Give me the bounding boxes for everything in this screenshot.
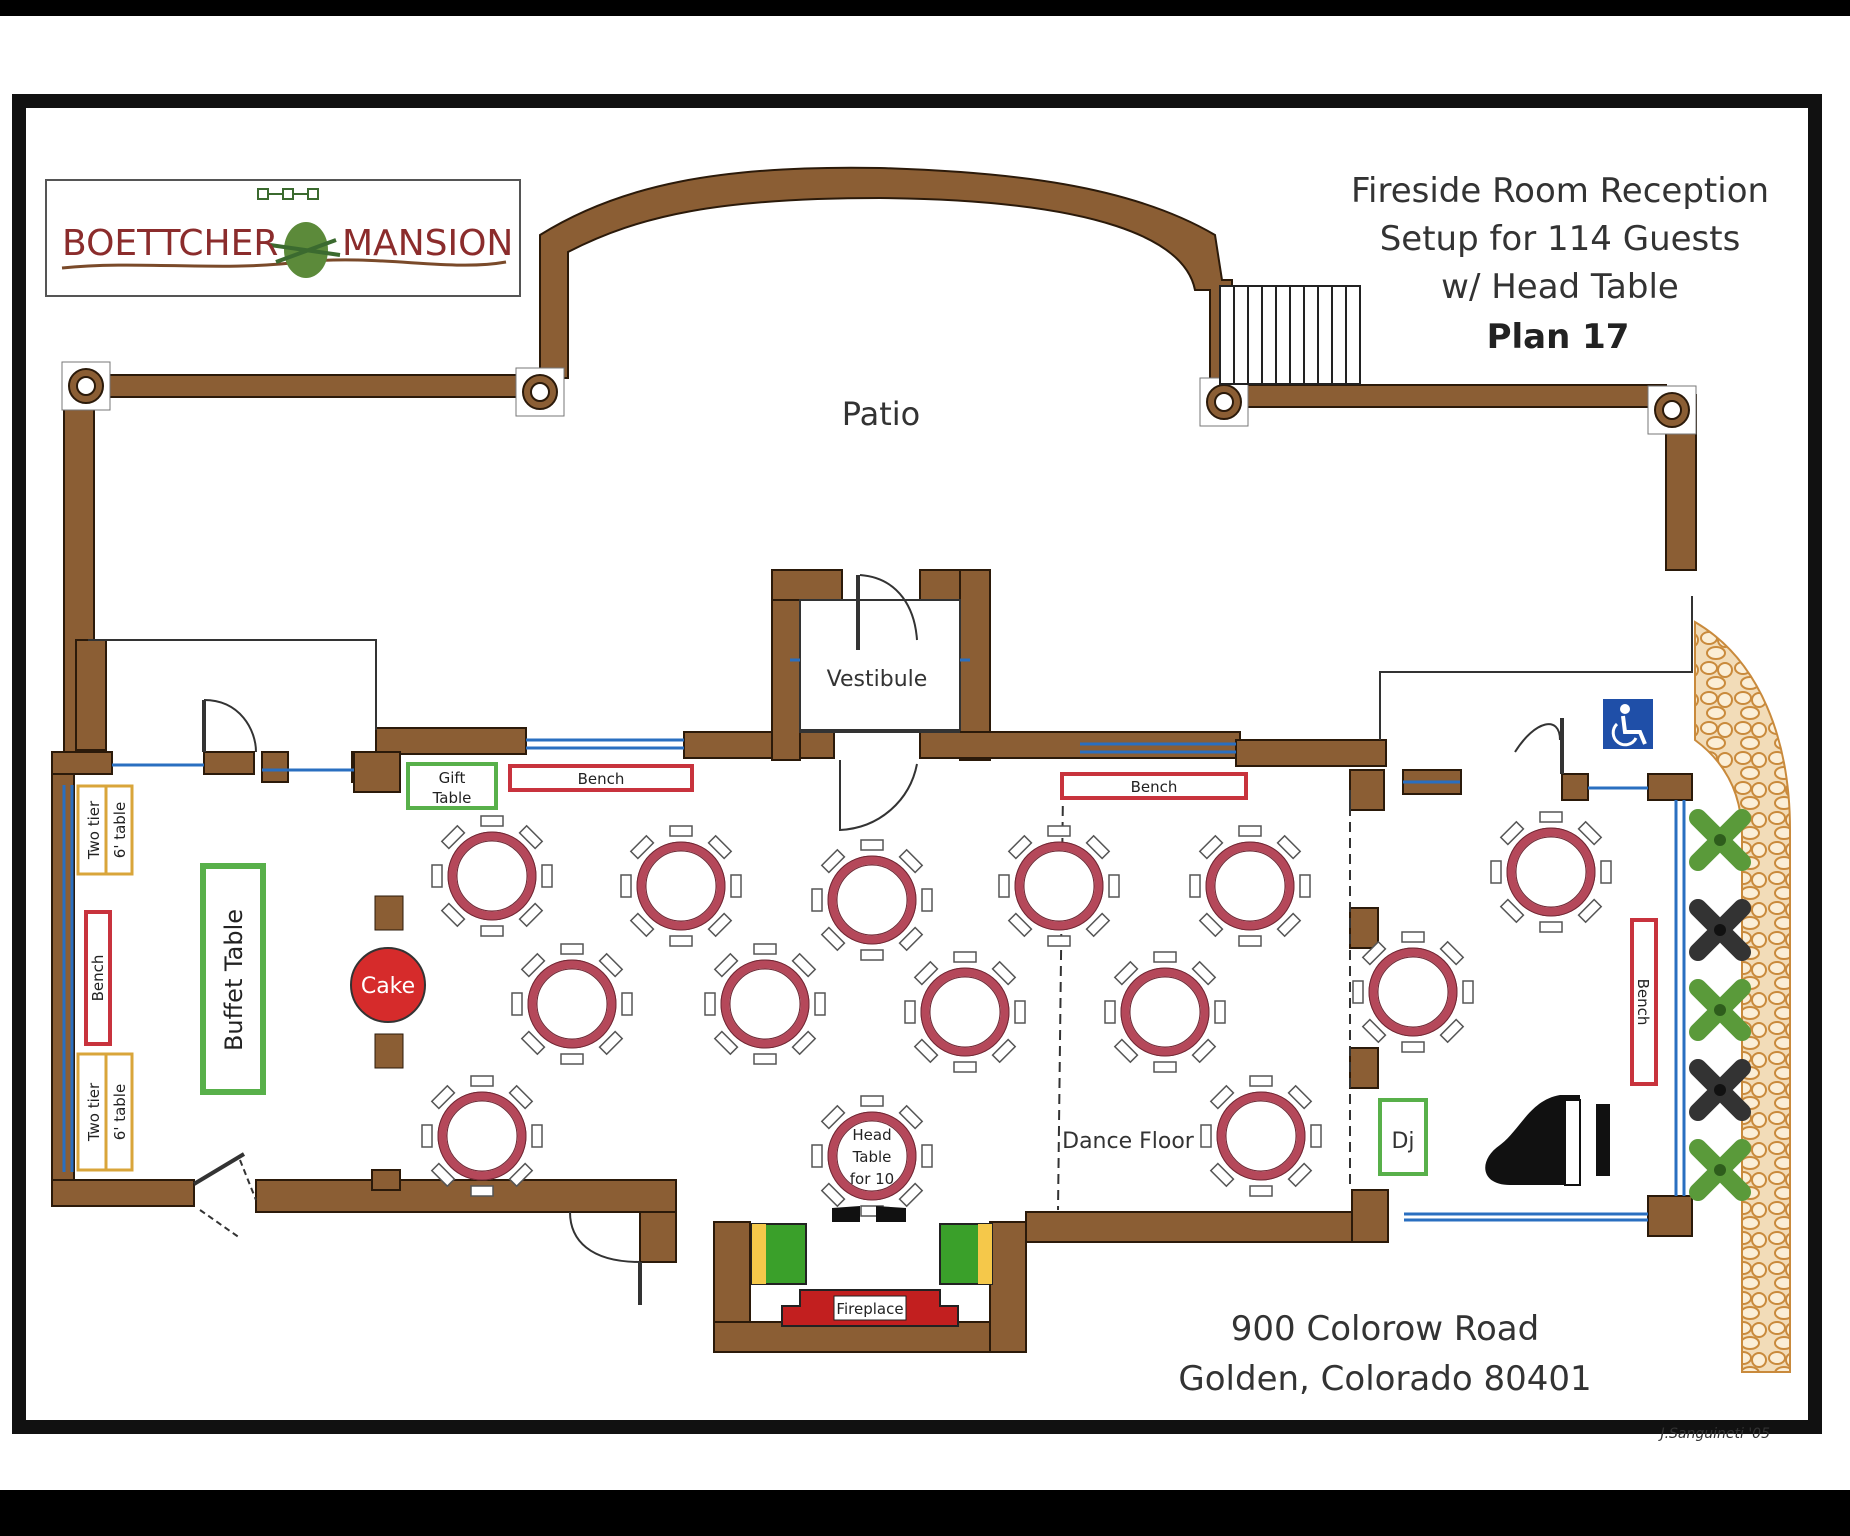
logo bbox=[45, 179, 521, 297]
gift-table-label-1: Gift bbox=[439, 769, 466, 787]
column-icon bbox=[61, 361, 1697, 435]
logo-left-word: BOETTCHER bbox=[62, 223, 278, 264]
title-line-2: Setup for 114 Guests bbox=[1380, 219, 1741, 259]
vestibule-label: Vestibule bbox=[827, 667, 928, 692]
dance-floor-label: Dance Floor bbox=[1062, 1129, 1195, 1154]
bottom-black-band bbox=[0, 1490, 1850, 1536]
cake-label: Cake bbox=[361, 974, 415, 999]
logo-right-word: MANSION bbox=[342, 223, 513, 264]
plan-number: Plan 17 bbox=[1487, 317, 1630, 357]
address-line-1: 900 Colorow Road bbox=[1231, 1309, 1539, 1349]
grand-piano-icon bbox=[1485, 1095, 1610, 1186]
gift-table-label-2: Table bbox=[432, 789, 472, 807]
benches bbox=[84, 764, 1658, 1086]
round-tables bbox=[422, 812, 1611, 1196]
two-tier-label-bottom: Two tier bbox=[85, 1082, 103, 1142]
address-line-2: Golden, Colorado 80401 bbox=[1178, 1359, 1591, 1399]
shrub-icon bbox=[1689, 809, 1751, 1201]
head-table bbox=[812, 1096, 932, 1222]
bench-label-right: Bench bbox=[1634, 979, 1652, 1026]
two-tier-tables bbox=[76, 784, 134, 1172]
bench-label-top-right: Bench bbox=[1131, 778, 1178, 796]
two-tier-label-top: Two tier bbox=[85, 800, 103, 860]
dj-label: Dj bbox=[1391, 1129, 1414, 1154]
head-table-label-1: Head bbox=[852, 1126, 891, 1144]
signature: J.Sanguineti '05 bbox=[1657, 1426, 1770, 1442]
buffet-table bbox=[200, 863, 266, 1095]
dj-table bbox=[1378, 1098, 1428, 1176]
buffet-table-label: Buffet Table bbox=[220, 909, 248, 1051]
fireplace bbox=[751, 1223, 993, 1327]
wheelchair-icon bbox=[1603, 699, 1653, 749]
fireplace-label: Fireplace bbox=[836, 1300, 903, 1318]
patio-label: Patio bbox=[842, 395, 920, 433]
six-table-label-bottom: 6' table bbox=[111, 1084, 129, 1140]
cake-table bbox=[350, 895, 426, 1069]
head-table-label-3: for 10 bbox=[850, 1170, 894, 1188]
stairs-icon bbox=[1219, 285, 1361, 385]
bench-label-top-left: Bench bbox=[578, 770, 625, 788]
gift-table bbox=[406, 762, 498, 810]
bench-label-left: Bench bbox=[89, 955, 107, 1002]
title-line-3: w/ Head Table bbox=[1441, 267, 1679, 307]
top-black-band bbox=[0, 0, 1850, 16]
title-line-1: Fireside Room Reception bbox=[1351, 171, 1769, 211]
six-table-label-top: 6' table bbox=[111, 802, 129, 858]
head-table-label-2: Table bbox=[852, 1148, 892, 1166]
windows bbox=[62, 658, 1686, 1222]
